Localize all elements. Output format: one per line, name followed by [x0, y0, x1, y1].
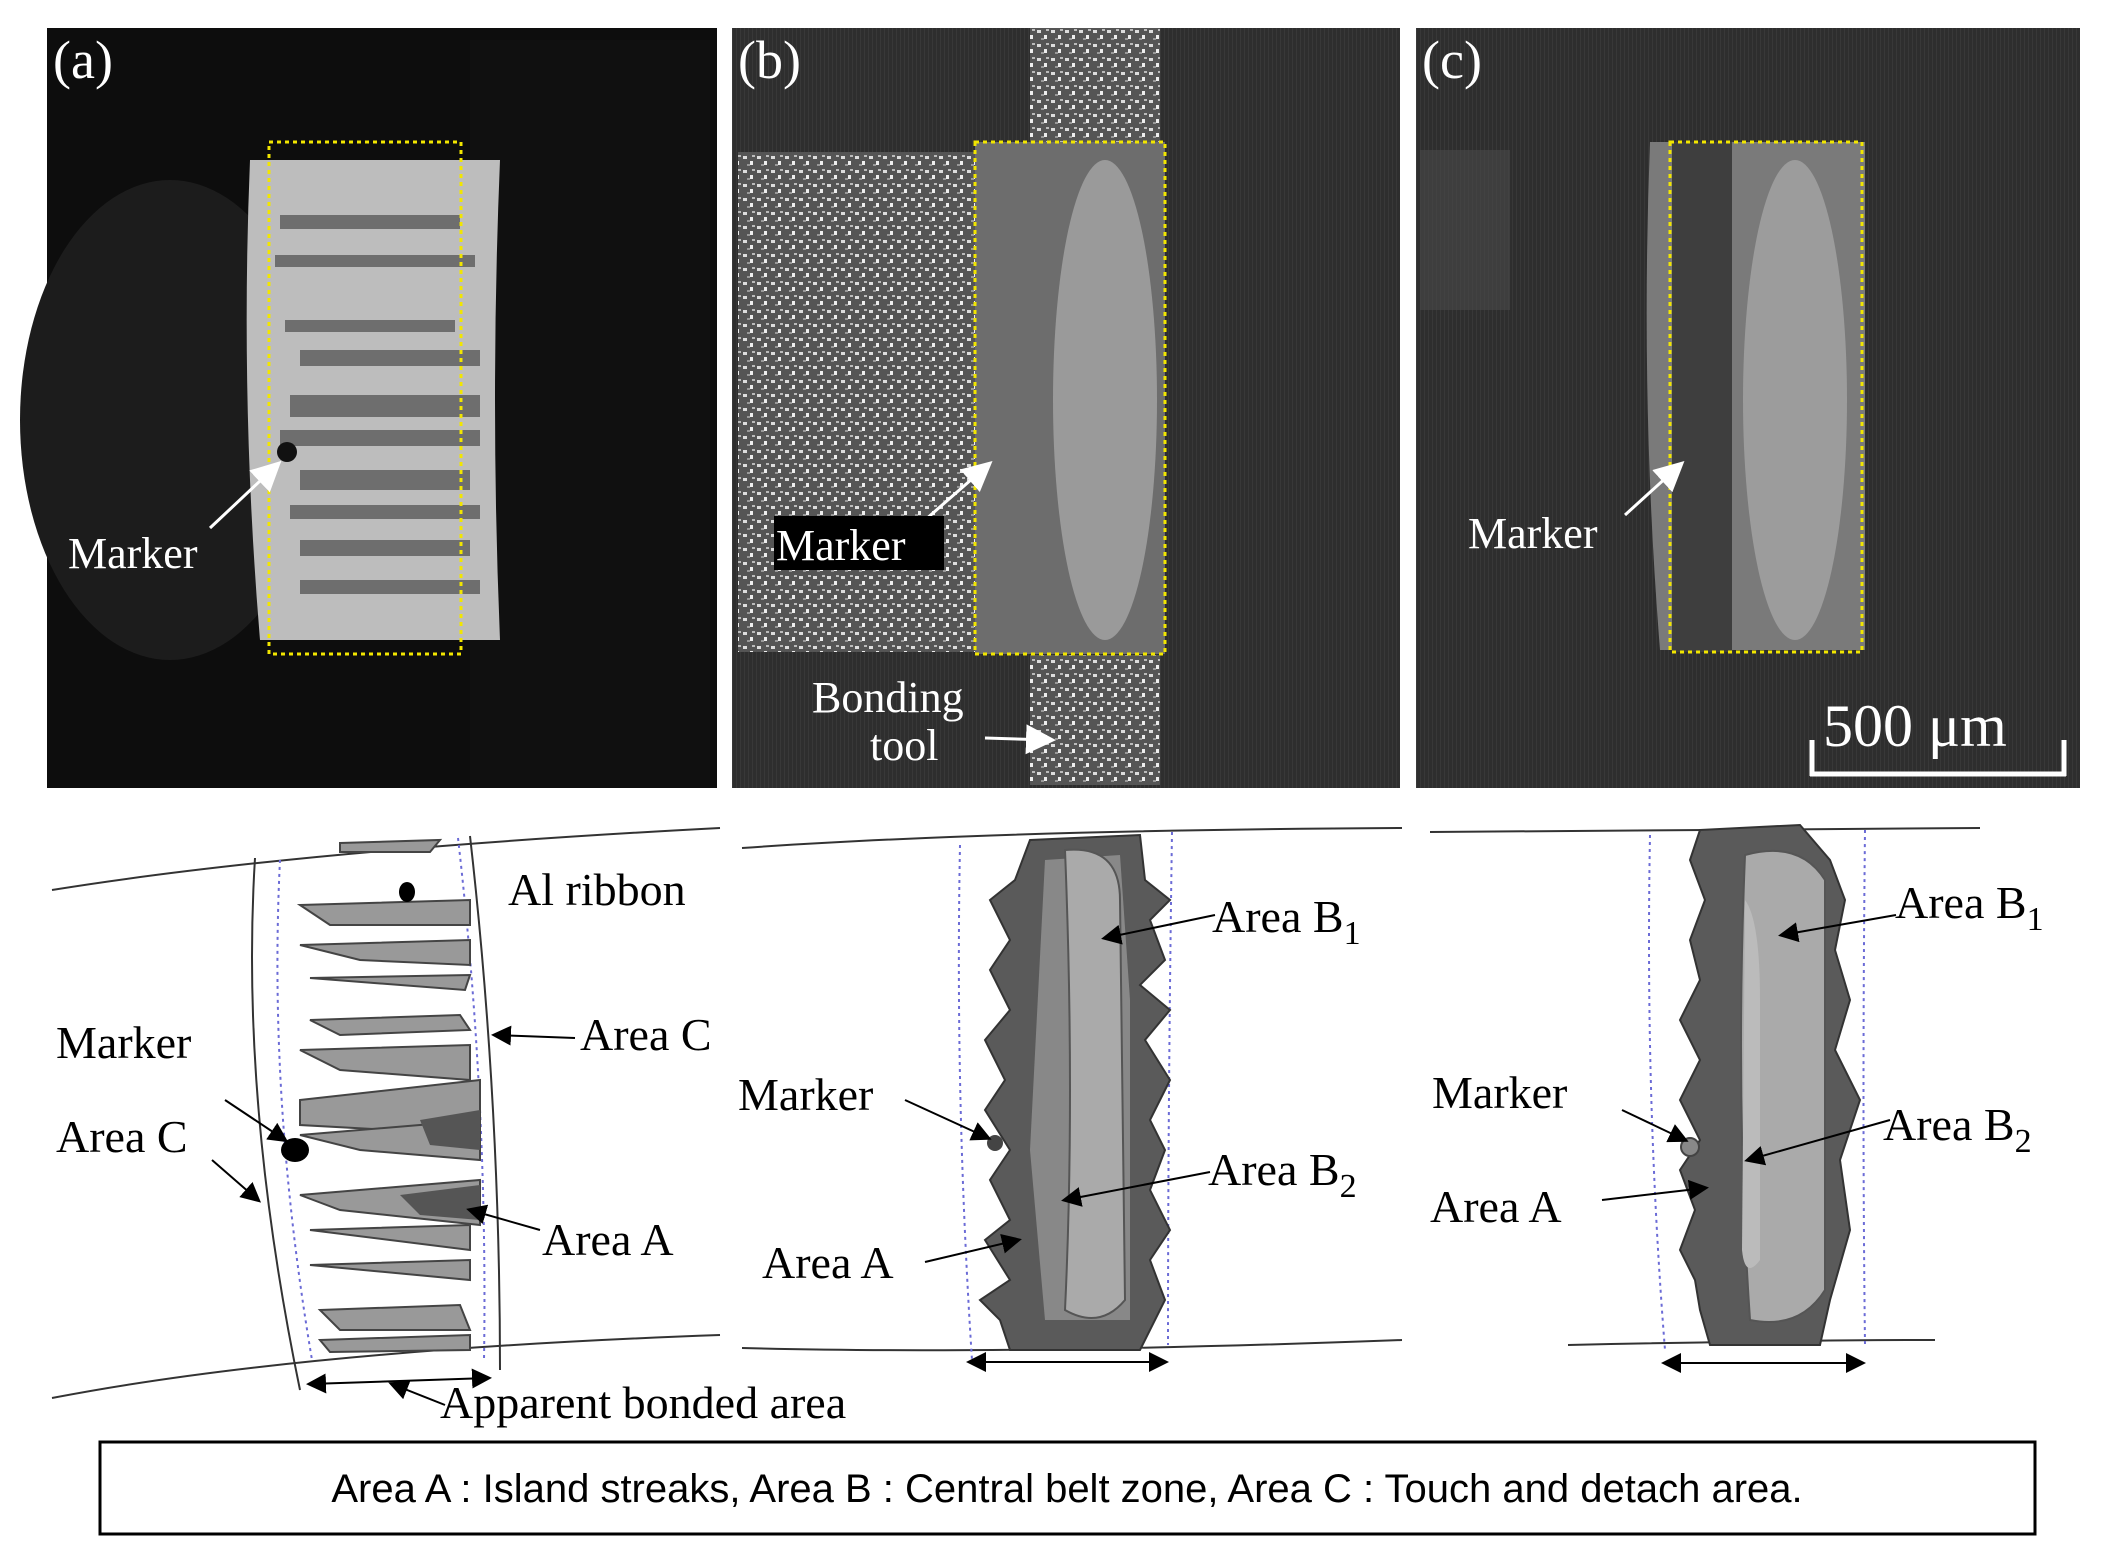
panel-c-central-belt — [1743, 160, 1847, 640]
sketch-b-central-belt — [1063, 848, 1127, 1319]
panel-b-tool-label-1: Bonding — [812, 673, 964, 722]
panel-c: (c) Marker 500 μm — [1416, 28, 2080, 788]
sketch-b-area-a: Area A — [762, 1237, 894, 1288]
panel-b-label: (b) — [738, 30, 801, 90]
sketch-a-marker-label: Marker — [56, 1017, 191, 1068]
sketch-b-area-b2: Area B2 — [1208, 1144, 1357, 1205]
sketch-c-marker-dot — [1680, 1137, 1700, 1157]
sketch-a-marker-dot — [281, 1138, 309, 1162]
sketch-c-central-belt — [1740, 849, 1826, 1323]
panel-b-dashed-box — [973, 140, 1167, 656]
panel-b: (b) Marker Bonding tool — [732, 28, 1400, 788]
panel-a-dashed-box — [267, 140, 463, 656]
sketch-c: Area B1 Marker Area B2 Area A — [1429, 823, 2044, 1373]
sketch-c-area-a: Area A — [1430, 1181, 1562, 1232]
sketch-a: Al ribbon Area C Marker Area C Area A Ap… — [51, 827, 846, 1428]
panel-b-tool-arrow — [984, 724, 1056, 755]
panel-a-streaks — [275, 215, 480, 594]
legend-caption: Area A : Island streaks, Area B : Centra… — [98, 1440, 2037, 1536]
sketch-b-marker-dot — [987, 1135, 1003, 1151]
sketch-a-apparent-label: Apparent bonded area — [440, 1377, 846, 1428]
panel-b-marker-arrow — [924, 461, 993, 522]
sketch-c-area-b2: Area B2 — [1883, 1099, 2032, 1160]
panel-b-marker-label: Marker — [776, 521, 906, 570]
sketch-b: Area B1 Marker Area B2 Area A — [738, 827, 1403, 1372]
panel-a-label: (a) — [53, 30, 113, 90]
panel-b-central-belt — [1053, 160, 1157, 640]
sketch-a-area-a: Area A — [542, 1214, 674, 1265]
panel-b-tool-label-2: tool — [870, 721, 938, 770]
panel-a: (a) Marker — [20, 28, 717, 788]
sketch-b-area-b1: Area B1 — [1212, 891, 1361, 952]
sketch-c-marker-label: Marker — [1432, 1067, 1567, 1118]
panel-c-label: (c) — [1422, 30, 1482, 90]
panel-a-marker-dot — [277, 442, 297, 462]
caption-box — [98, 1440, 2037, 1536]
caption-text: Area A : Island streaks, Area B : Centra… — [331, 1467, 1802, 1511]
sketch-a-ribbon-label: Al ribbon — [508, 864, 686, 915]
panel-b-noisy-region — [738, 152, 978, 652]
sketch-a-area-c-right: Area C — [580, 1009, 712, 1060]
panel-c-dashed-box — [1668, 140, 1864, 654]
panel-c-marker-label: Marker — [1468, 509, 1598, 558]
panel-c-marker-arrow — [1623, 460, 1685, 517]
sketch-a-streaks — [296, 838, 481, 1354]
panel-a-marker-arrow — [208, 460, 282, 530]
sketch-c-area-b1: Area B1 — [1895, 877, 2044, 938]
panel-c-scale-label: 500 μm — [1823, 693, 2007, 759]
sketch-a-area-c-left: Area C — [56, 1111, 188, 1162]
panel-a-marker-label: Marker — [68, 529, 198, 578]
sketch-b-marker-label: Marker — [738, 1069, 873, 1120]
